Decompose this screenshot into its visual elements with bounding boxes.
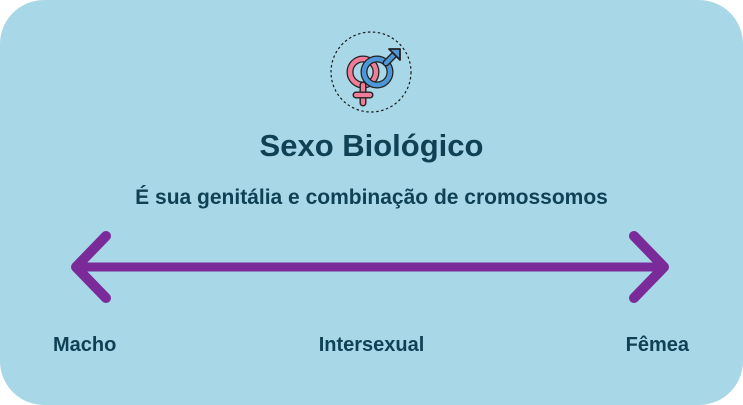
label-macho: Macho <box>53 334 117 356</box>
arrow-head-right <box>629 231 669 303</box>
gender-symbols-icon <box>330 31 412 113</box>
diagram-subtitle: É sua genitália e combinação de cromosso… <box>135 186 608 209</box>
label-femea: Fêmea <box>625 334 689 356</box>
arrow-head-left <box>71 231 111 303</box>
double-headed-arrow <box>71 231 669 303</box>
diagram-title: Sexo Biológico <box>259 128 484 163</box>
male-symbol-icon <box>360 48 401 89</box>
female-symbol-icon <box>346 55 380 107</box>
label-intersexual: Intersexual <box>318 334 425 356</box>
